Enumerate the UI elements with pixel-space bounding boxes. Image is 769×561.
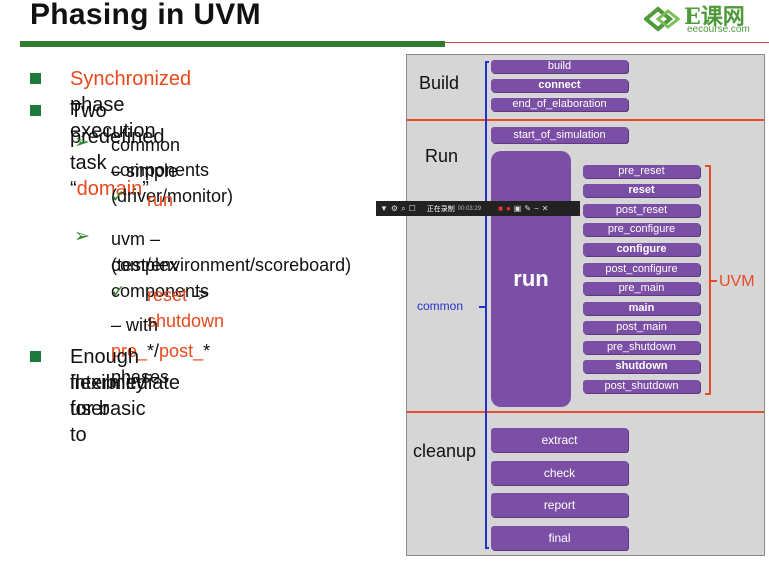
- phase-post-configure: post_configure: [583, 263, 700, 276]
- check-icon: ✓: [111, 282, 126, 301]
- section-cleanup-label: cleanup: [413, 441, 477, 461]
- bullet-1-text: phase execution: [70, 94, 156, 142]
- phase-run: run: [491, 151, 571, 407]
- settings-icon[interactable]: ⚙: [390, 204, 399, 213]
- check-arrow-text: ->: [187, 285, 209, 305]
- sub-bullet-uvm-1: uvm – complex components: [111, 229, 210, 301]
- phase-reset: reset: [583, 184, 700, 197]
- bullet-1: Synchronized phase execution: [70, 66, 191, 144]
- phase-pre-shutdown: pre_shutdown: [583, 341, 700, 354]
- logo-url: eecourse.com: [687, 24, 750, 35]
- region-icon[interactable]: ☐: [408, 204, 416, 213]
- close-icon[interactable]: ✕: [541, 204, 549, 213]
- phase-final: final: [491, 526, 628, 550]
- uvm-bracket: [705, 165, 711, 395]
- phase-report: report: [491, 493, 628, 517]
- minimize-icon[interactable]: −: [534, 204, 539, 213]
- with-end: * phases: [111, 341, 211, 387]
- phase-check: check: [491, 461, 628, 485]
- bullet-1-highlight: Synchronized: [70, 68, 192, 90]
- camera-icon[interactable]: ▣: [513, 204, 522, 213]
- section-build-label: Build: [419, 73, 460, 93]
- arrow-bullet-icon: ➢: [74, 226, 90, 247]
- common-bracket: [485, 61, 489, 549]
- with-mid: */: [147, 341, 160, 361]
- uvm-label: UVM: [719, 273, 755, 290]
- logo-mark-icon: [644, 6, 680, 32]
- section-run-label: Run: [425, 146, 459, 166]
- phase-post-reset: post_reset: [583, 204, 700, 217]
- check-reset: reset: [147, 285, 188, 305]
- bullet-3-line-2: intermediate user: [70, 372, 181, 420]
- phase-main: main: [583, 302, 700, 315]
- bullet-3-line-1: Enough flexibility for basic to: [70, 346, 146, 446]
- check-shutdown: shutdown: [147, 311, 225, 331]
- phase-pre-configure: pre_configure: [583, 223, 700, 236]
- phase-post-shutdown: post_shutdown: [583, 380, 700, 393]
- common-label: common: [417, 299, 464, 313]
- phase-extract: extract: [491, 428, 628, 452]
- recording-status: 正在录制: [426, 205, 455, 213]
- bullet-square-icon: [30, 105, 41, 116]
- stop-icon[interactable]: ■: [498, 204, 503, 213]
- title-rule-green: [20, 41, 445, 47]
- record-icon[interactable]: ●: [505, 204, 511, 213]
- pre-highlight: pre_: [111, 341, 148, 361]
- phase-pre-main: pre_main: [583, 282, 700, 295]
- phase-start-of-simulation: start_of_simulation: [491, 127, 628, 143]
- post-highlight: post_: [159, 341, 204, 361]
- sub-bullet-uvm-2: (test/environment/scoreboard): [111, 255, 352, 275]
- bullet-2-text: Two predefined task “: [70, 100, 165, 200]
- arrow-bullet-icon: ➢: [74, 132, 90, 153]
- logo: E课网 eecourse.com: [640, 0, 769, 40]
- phase-pre-reset: pre_reset: [583, 165, 700, 178]
- title-rule-red: [445, 42, 769, 43]
- phase-end-of-elaboration: end_of_elaboration: [491, 98, 628, 111]
- zoom-icon[interactable]: ⌕: [401, 203, 406, 213]
- slide-title: Phasing in UVM: [30, 0, 261, 31]
- sub-bullet-common-2: components (driver/monitor): [111, 160, 234, 206]
- common-tick: [479, 306, 485, 308]
- phase-post-main: post_main: [583, 321, 700, 334]
- bullet-2: Two predefined task “domain”: [70, 98, 165, 202]
- bullet-2-highlight: domain: [76, 178, 143, 200]
- bullet-2-text-end: ”: [142, 178, 149, 200]
- phase-shutdown: shutdown: [583, 360, 700, 373]
- check-item-reset-shutdown: reset -> shutdown: [147, 282, 224, 334]
- run-divider: [407, 411, 764, 413]
- phase-build: build: [491, 60, 628, 73]
- build-divider: [407, 119, 764, 121]
- phase-diagram: Build Run cleanup common build connect e…: [406, 54, 765, 556]
- sub-bullet-common-1: common – simple: [111, 135, 181, 181]
- screen-recorder-toolbar: ▼ ⚙ ⌕ ☐ 正在录制 00:03:29 ■ ● ▣ ✎ − ✕: [376, 201, 580, 216]
- phase-configure: configure: [583, 243, 700, 256]
- bullet-square-icon: [30, 351, 41, 362]
- with-phases-line: – with pre_*/post_* phases: [111, 312, 210, 390]
- phase-connect: connect: [491, 79, 628, 92]
- recording-time: 00:03:29: [457, 205, 482, 212]
- logo-text: E课网: [684, 4, 745, 30]
- uvm-tick: [711, 280, 717, 282]
- dropdown-icon[interactable]: ▼: [380, 204, 388, 213]
- check-icon: ✓: [111, 187, 126, 206]
- check-item-run: run: [147, 190, 174, 210]
- bullet-square-icon: [30, 73, 41, 84]
- pen-icon[interactable]: ✎: [524, 204, 532, 213]
- with-text: – with: [111, 315, 159, 335]
